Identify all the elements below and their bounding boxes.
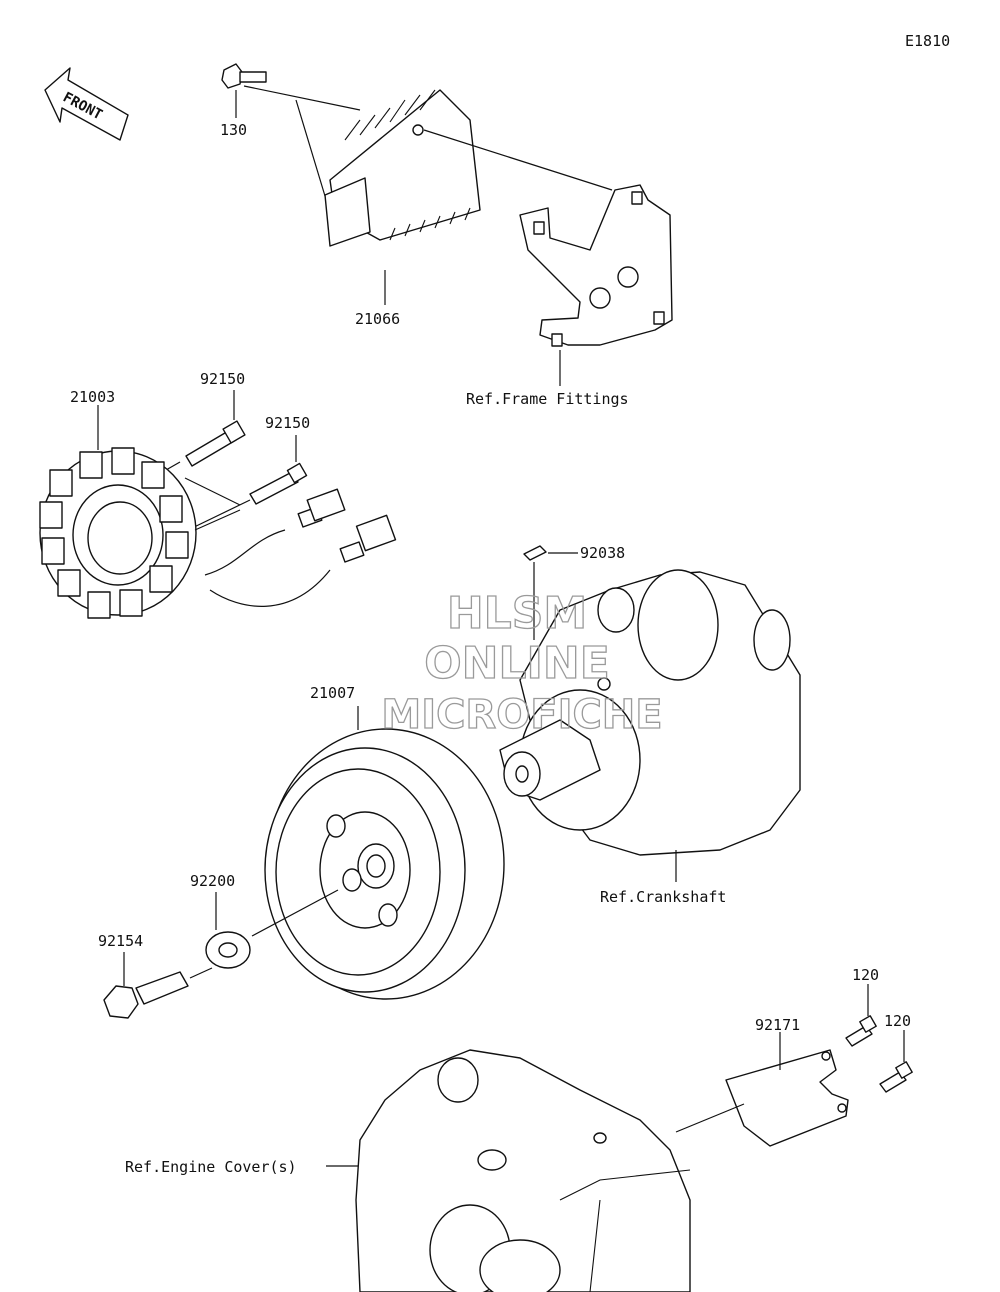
bolt-92154-drawing xyxy=(103,952,213,1019)
part-label-120-b: 120 xyxy=(884,1012,911,1030)
ref-crankshaft: Ref.Crankshaft xyxy=(600,888,726,906)
part-label-92154: 92154 xyxy=(98,932,143,950)
key-92038-drawing xyxy=(523,545,578,640)
ref-engine-covers: Ref.Engine Cover(s) xyxy=(125,1158,297,1176)
washer-92200-drawing xyxy=(205,889,339,969)
screw-120-lower-drawing xyxy=(879,1030,913,1093)
part-label-21003: 21003 xyxy=(70,388,115,406)
ref-frame-fittings: Ref.Frame Fittings xyxy=(466,390,629,408)
part-label-92171: 92171 xyxy=(755,1016,800,1034)
part-label-21066: 21066 xyxy=(355,310,400,328)
engine-cover-drawing xyxy=(326,1049,691,1292)
frame-bracket-drawing xyxy=(519,184,673,386)
part-label-120-a: 120 xyxy=(852,966,879,984)
screw-120-upper-drawing xyxy=(845,984,877,1047)
bolt-92150-upper-drawing xyxy=(151,390,246,479)
watermark-line-1: HLSM xyxy=(447,588,587,639)
bolt-92150-lower-drawing xyxy=(187,435,308,531)
stator-21003-drawing xyxy=(39,405,397,619)
part-label-92038: 92038 xyxy=(580,544,625,562)
bolt-130-drawing xyxy=(221,63,361,197)
watermark-line-3: MICROFICHE xyxy=(381,692,662,738)
part-label-92150-b: 92150 xyxy=(265,414,310,432)
part-label-92200: 92200 xyxy=(190,872,235,890)
watermark-line-2: ONLINE xyxy=(424,638,610,689)
regulator-21066-drawing xyxy=(324,89,613,305)
part-label-130: 130 xyxy=(220,121,247,139)
part-label-92150-a: 92150 xyxy=(200,370,245,388)
part-label-21007: 21007 xyxy=(310,684,355,702)
front-arrow-icon: FRONT xyxy=(44,67,129,141)
cover-plate-92171-drawing xyxy=(675,1032,849,1147)
diagram-code: E1810 xyxy=(905,32,950,50)
crankshaft-drawing xyxy=(499,569,801,882)
rotor-21007-drawing xyxy=(264,706,505,1000)
